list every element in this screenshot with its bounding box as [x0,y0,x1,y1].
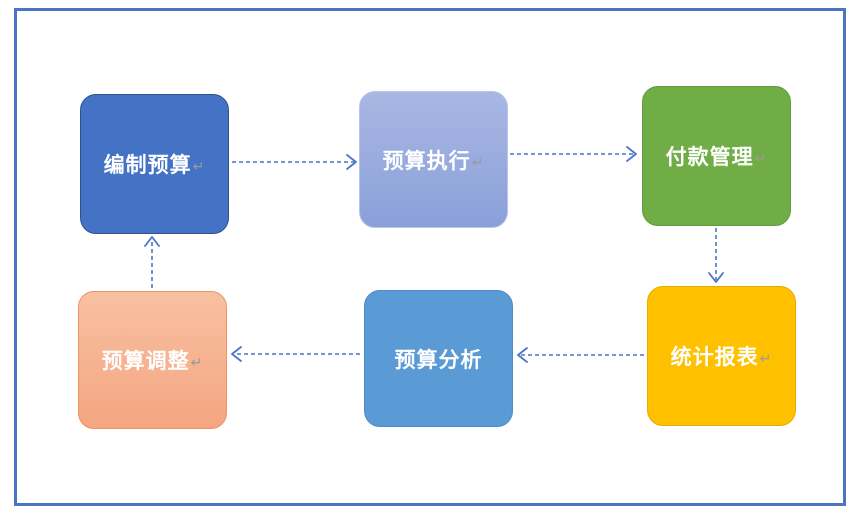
return-mark-icon: ↵ [190,355,204,371]
node-label: 统计报表 [670,345,759,369]
node-label: 付款管理 [665,145,754,169]
return-mark-icon: ↵ [471,154,485,171]
node-budget-execution: 预算执行↵ [359,91,508,228]
node-payment-management: 付款管理↵ [642,86,791,226]
node-label: 预算调整 [101,349,190,373]
node-label: 编制预算 [103,153,192,177]
node-budget-analysis: 预算分析 [364,290,513,427]
return-mark-icon: ↵ [192,159,206,175]
node-label: 预算执行 [382,148,471,173]
node-label: 预算分析 [394,347,483,372]
return-mark-icon: ↵ [759,351,773,367]
diagram-frame [14,8,846,506]
node-budget-adjustment: 预算调整↵ [78,291,227,429]
node-statistical-report: 统计报表↵ [647,286,796,426]
node-budget-preparation: 编制预算↵ [80,94,229,234]
return-mark-icon: ↵ [754,151,768,167]
